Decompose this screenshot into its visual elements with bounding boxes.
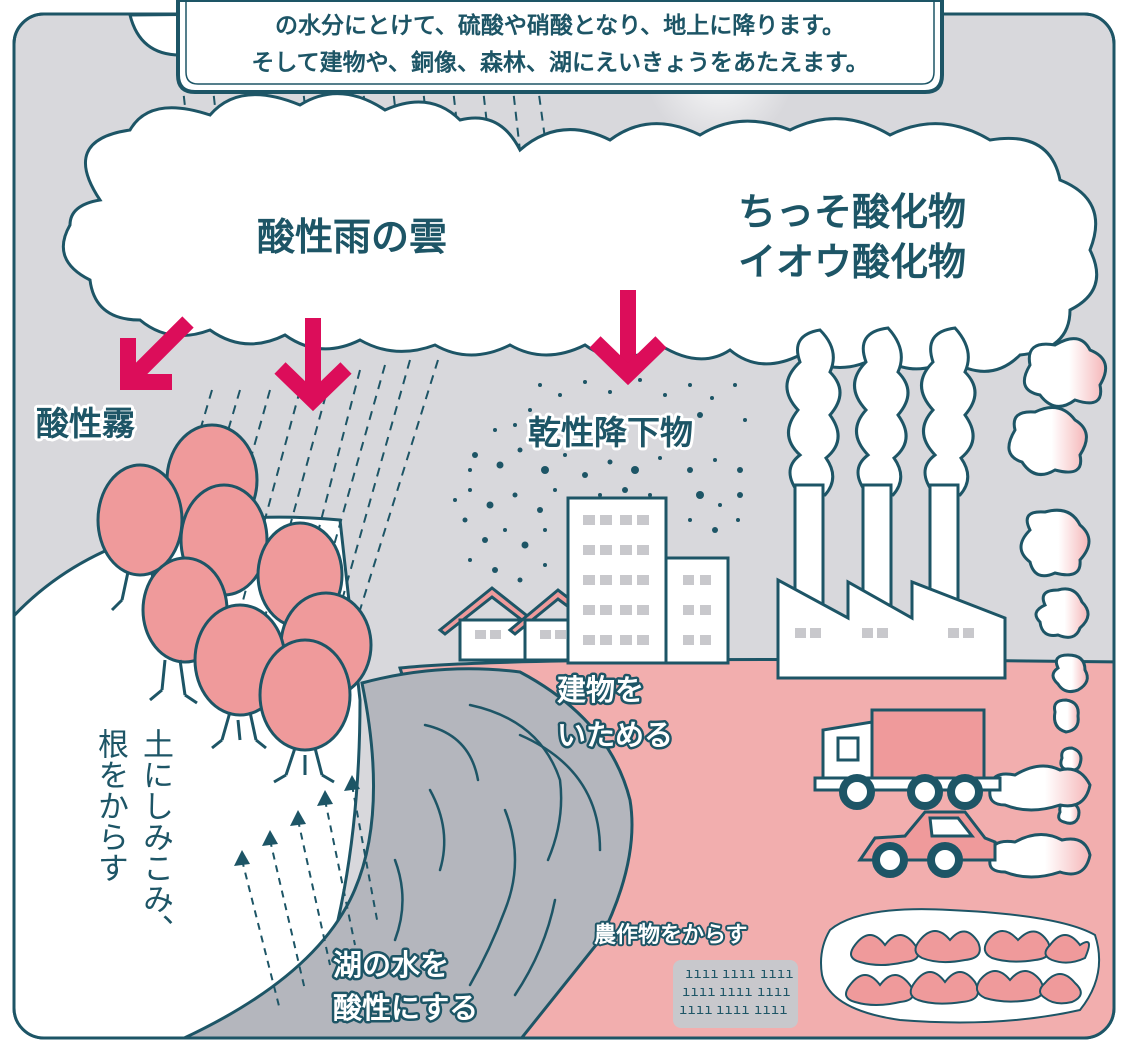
chimney-smoke [785,326,977,497]
label-oxides-line-1: ちっそ酸化物 [738,190,966,234]
dry-particles [453,378,747,583]
side-smoke [1007,337,1108,825]
river-ripples [393,703,602,997]
rain-arrows [120,290,667,412]
label-oxides-line-2: イオウ酸化物 [738,240,966,284]
arrow-acid-rain [274,318,352,412]
svg-text:ıııı: ıııı [722,966,756,982]
label-damage-buildings-line-1: 建物を [557,673,644,707]
label-lake-line-2: 酸性にする [333,991,478,1025]
arrow-dry-deposition [589,290,667,386]
label-damage-buildings-line-2: いためる [557,718,673,752]
label-dry-deposition: 乾性降下物 [528,413,693,452]
factory-windows [795,628,974,638]
svg-text:ıııı: ıııı [754,1002,788,1018]
car-exhaust [988,764,1092,879]
svg-text:ıııı: ıııı [685,966,719,982]
buildings [566,496,730,665]
caption-box: の水分にとけて、硫酸や硝酸となり、地上に降ります。 そして建物や、銅像、森林、湖… [176,0,944,94]
svg-text:ıııı: ıııı [719,984,753,1000]
svg-text:ıııı: ıııı [757,984,791,1000]
svg-text:ıııı: ıııı [682,984,716,1000]
label-soil-line-2: 根をからす [92,728,128,883]
label-lake-line-1: 湖の水を [333,948,449,982]
svg-text:ıııı: ıııı [760,966,794,982]
svg-text:ıııı: ıııı [679,1002,713,1018]
river [179,667,634,1038]
label-acid-rain-cloud: 酸性雨の雲 [257,215,447,259]
label-soil-line-1: 土にしみこみ、 [137,728,173,945]
truck [813,708,1002,810]
factory [776,577,1007,680]
soil-arrows [241,784,379,1011]
forest [96,423,373,784]
caption-line-1: の水分にとけて、硫酸や硝酸となり、地上に降ります。 [275,12,845,39]
tree [258,638,352,784]
arrow-acid-fog [120,316,194,390]
tree-roots [149,659,198,705]
crop-field [820,908,1101,1024]
car [857,810,997,878]
svg-text:ıııı: ıııı [716,1002,750,1018]
soil-arrowheads [234,775,360,866]
label-crops: 農作物をからす [594,922,748,948]
field-bed [673,960,798,1028]
caption-line-2: そして建物や、銅像、森林、湖にえいきょうをあたえます。 [251,49,868,76]
wilted-crops [845,930,1090,1006]
label-acid-fog: 酸性霧 [36,404,135,443]
